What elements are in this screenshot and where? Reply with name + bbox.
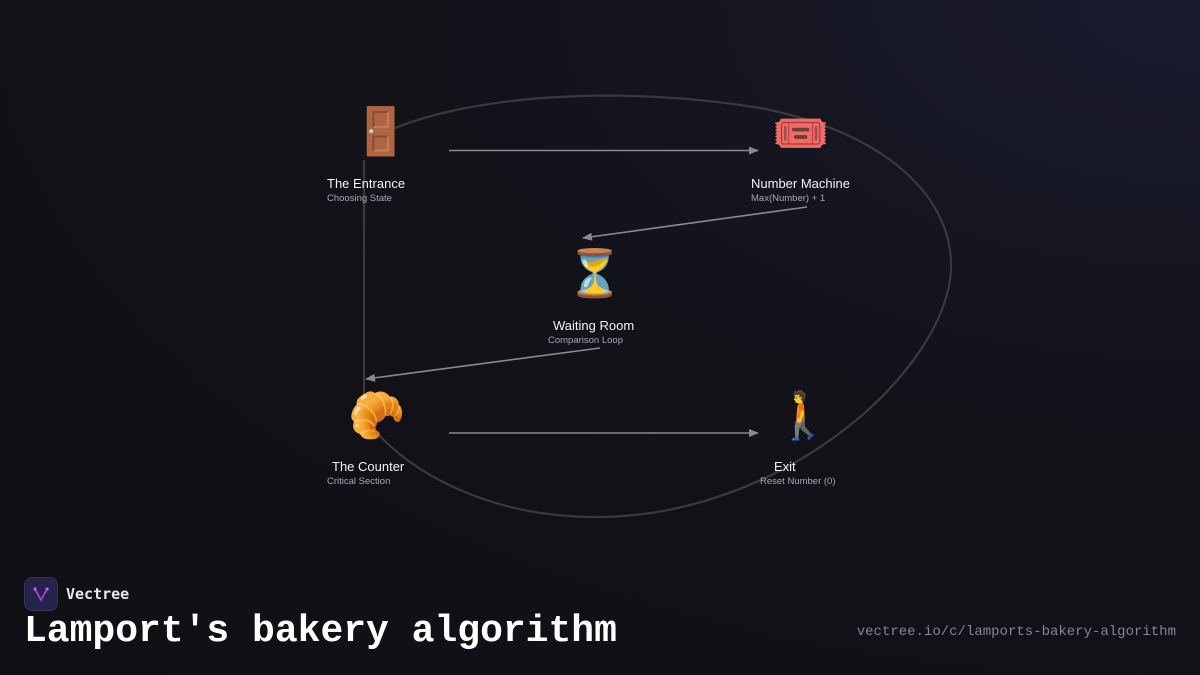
ticket-icon: 🎟️ (772, 106, 830, 160)
edge-machine-to-waiting (582, 206, 808, 241)
node-label: The Counter (332, 459, 405, 474)
edge-waiting-to-counter (365, 347, 601, 382)
brand: Vectree (24, 577, 129, 611)
node-label: Exit (774, 459, 796, 474)
door-icon: 🚪 (352, 104, 410, 158)
node-label: The Entrance (327, 176, 406, 191)
vectree-logo-icon (24, 577, 58, 611)
hourglass-icon: ⏳ (566, 246, 624, 300)
node-label: Number Machine (751, 176, 850, 191)
node-subtitle: Choosing State (327, 193, 392, 204)
croissant-icon: 🥐 (348, 388, 406, 442)
page-url: vectree.io/c/lamports-bakery-algorithm (856, 624, 1176, 640)
page-title: Lamport's bakery algorithm (24, 610, 617, 653)
node-subtitle: Reset Number (0) (760, 476, 836, 487)
node-subtitle: Critical Section (327, 476, 391, 487)
loop-edge-exit-to-entrance (375, 94, 953, 519)
node-subtitle: Comparison Loop (548, 335, 623, 346)
node-subtitle: Max(Number) + 1 (751, 193, 826, 204)
brand-name: Vectree (66, 585, 130, 603)
walking-person-icon: 🚶 (774, 388, 832, 442)
node-label: Waiting Room (553, 318, 635, 333)
